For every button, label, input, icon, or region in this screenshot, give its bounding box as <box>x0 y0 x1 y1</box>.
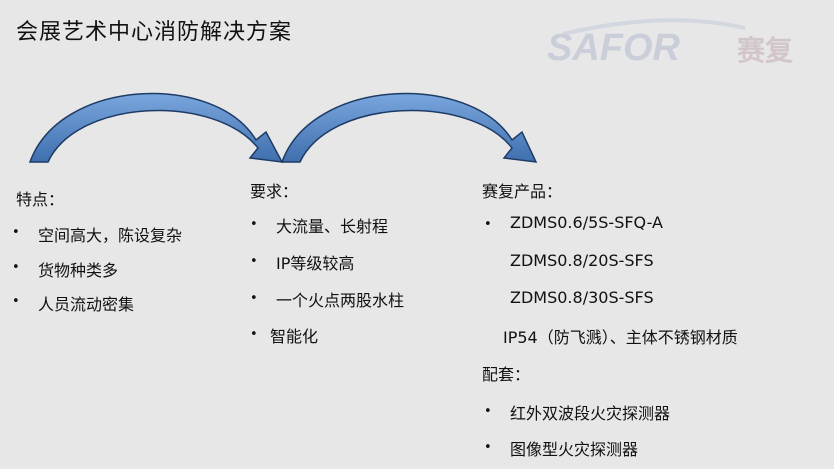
bullet-icon: • <box>484 440 492 455</box>
bullet-icon: • <box>250 254 258 269</box>
product-model: ZDMS0.8/30S-SFS <box>510 288 654 307</box>
requirement-item: 大流量、长射程 <box>276 217 389 236</box>
accessory-item: 图像型火灾探测器 <box>510 440 639 459</box>
bullet-icon: • <box>12 225 20 240</box>
accessory-item: 红外双波段火灾探测器 <box>510 404 671 423</box>
safor-logo: SAFOR 赛复 <box>547 18 793 69</box>
bullet-icon: • <box>250 217 258 232</box>
requirement-item: 一个火点两股水柱 <box>276 291 405 310</box>
requirement-item: IP等级较高 <box>276 254 355 273</box>
feature-item: 人员流动密集 <box>38 295 135 314</box>
arrow-1 <box>28 92 284 163</box>
feature-item: 空间高大，陈设复杂 <box>38 226 183 245</box>
bullet-icon: • <box>484 404 492 419</box>
bullet-icon: • <box>250 327 258 342</box>
features-column: 特点： <box>16 186 64 210</box>
logo-latin: SAFOR <box>547 27 681 69</box>
arrow-2 <box>280 92 538 163</box>
product-spec: IP54（防飞溅）、主体不锈钢材质 <box>503 328 738 347</box>
feature-item: 货物种类多 <box>38 261 119 280</box>
products-heading: 赛复产品： <box>482 182 563 201</box>
bullet-icon: • <box>250 291 258 306</box>
bullet-icon: • <box>484 217 492 232</box>
bullet-icon: • <box>12 294 20 309</box>
features-heading: 特点： <box>16 190 65 209</box>
logo-cn: 赛复 <box>737 34 793 67</box>
product-model: ZDMS0.6/5S-SFQ-A <box>510 213 663 232</box>
product-model: ZDMS0.8/20S-SFS <box>510 251 654 270</box>
requirements-heading: 要求： <box>250 182 299 201</box>
bullet-icon: • <box>12 260 20 275</box>
slide-title: 会展艺术中心消防解决方案 <box>16 20 293 45</box>
accessories-heading: 配套： <box>482 365 531 384</box>
requirement-item: 智能化 <box>270 327 319 346</box>
